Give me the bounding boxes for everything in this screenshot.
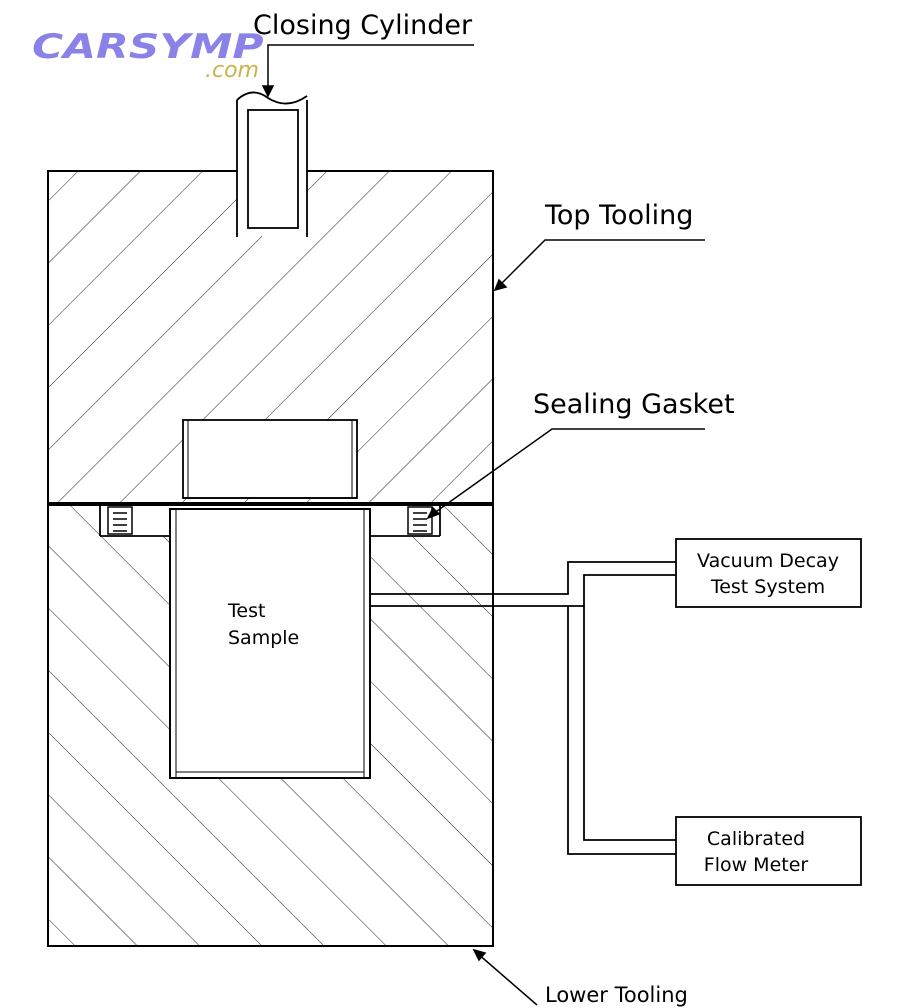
flow-meter-label-line2: Flow Meter: [704, 854, 809, 876]
sealing-gasket-left: [107, 506, 133, 535]
test-sample-label-line1: Test: [227, 600, 265, 622]
vacuum-decay-test-system-box: Vacuum Decay Test System: [675, 538, 862, 608]
logo-subtext: .com: [205, 58, 259, 83]
test-sample-label-line2: Sample: [228, 627, 299, 649]
test-sample: [169, 497, 371, 779]
top-tooling-leader: [493, 239, 705, 292]
top-tooling-label: Top Tooling: [544, 200, 693, 231]
lower-tooling-label: Lower Tooling: [545, 983, 688, 1007]
calibrated-flow-meter-box: Calibrated Flow Meter: [675, 816, 862, 886]
closing-cylinder-label: Closing Cylinder: [253, 10, 473, 41]
sample-cap: [182, 419, 358, 499]
test-tubing: [370, 561, 676, 855]
sealing-gasket-right: [407, 506, 433, 535]
vacuum-decay-label-line1: Vacuum Decay: [697, 550, 839, 572]
flow-meter-label-line1: Calibrated: [707, 828, 805, 850]
closing-cylinder-shaft: [236, 91, 308, 237]
vacuum-decay-label-line2: Test System: [710, 576, 825, 598]
sealing-gasket-leader: [426, 428, 705, 520]
lower-tooling-leader: [472, 948, 538, 1006]
closing-cylinder-leader: [261, 44, 474, 98]
logo: CARSYMP .com: [32, 27, 264, 83]
logo-text: CARSYMP: [32, 27, 264, 67]
sealing-gasket-label: Sealing Gasket: [533, 389, 735, 420]
